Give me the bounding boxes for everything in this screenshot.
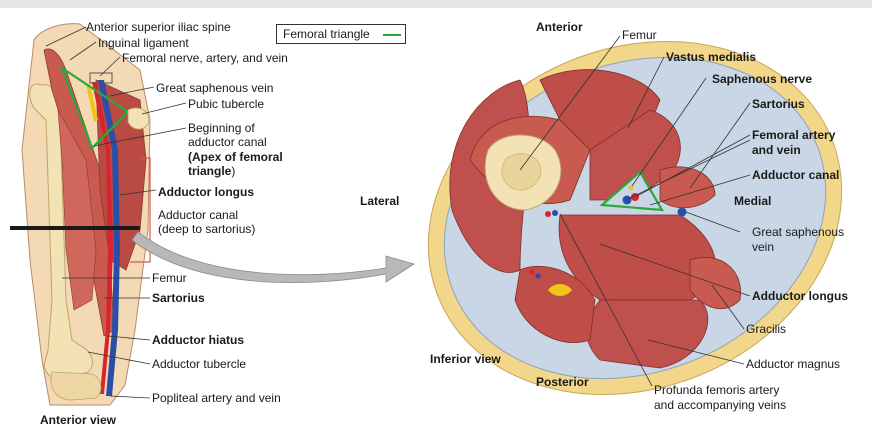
label-vein-right: vein [752, 240, 775, 254]
label-deep-to-sartorius: (deep to sartorius) [158, 222, 256, 236]
view-arrow [131, 231, 415, 283]
femoral-vein-section [622, 195, 632, 205]
label-posterior: Posterior [536, 375, 589, 389]
femoral-vessels [98, 80, 120, 396]
label-asis: Anterior superior iliac spine [86, 20, 231, 34]
label-adductor-longus-right: Adductor longus [752, 289, 848, 303]
hamstrings-section [514, 265, 596, 343]
label-vastus-medialis: Vastus medialis [666, 50, 757, 64]
right-leader-lines [519, 35, 751, 387]
label-sartorius-right: Sartorius [752, 97, 805, 111]
femoral-bracket [89, 72, 113, 84]
label-beginning-of: Beginning of [188, 121, 255, 135]
label-adductor-longus-left: Adductor longus [158, 185, 254, 199]
label-saphenous-nerve: Saphenous nerve [712, 72, 813, 86]
apex-line-2: triangle [188, 164, 232, 178]
label-adductor-canal-right: Adductor canal [752, 168, 840, 182]
label-femur-left: Femur [152, 271, 187, 285]
adductor-canal-bracket [130, 157, 151, 263]
label-adductor-hiatus: Adductor hiatus [152, 333, 244, 347]
apex-line-1: (Apex of femoral [188, 150, 283, 164]
label-anterior-view: Anterior view [40, 413, 117, 427]
label-and-vein: and vein [752, 143, 801, 157]
profunda-vein-section [552, 210, 558, 216]
great-saphenous-vein-section [677, 207, 687, 217]
thigh-cross-section [427, 41, 843, 395]
label-great-saphenous-vein: Great saphenous vein [156, 81, 274, 95]
vastus-medialis [589, 109, 681, 201]
bone-marrow [501, 153, 542, 191]
apex-line-2-paren: ) [231, 164, 236, 178]
label-pubic-tubercle: Pubic tubercle [188, 97, 265, 111]
label-adductor-canal: Adductor canal [158, 208, 239, 222]
posterior-vessel-a [529, 269, 535, 275]
label-inferior-view: Inferior view [430, 352, 501, 366]
label-adductor-tubercle: Adductor tubercle [152, 357, 247, 371]
femoral-triangle-legend: Femoral triangle [276, 24, 406, 44]
label-femoral-nerve-artery-vein: Femoral nerve, artery, and vein [122, 51, 288, 65]
thigh-anterior-drawing [10, 23, 151, 406]
label-lateral: Lateral [360, 194, 400, 208]
label-profunda-femoris: Profunda femoris artery [654, 383, 780, 397]
gracilis-section [689, 257, 742, 309]
sciatic-nerve-section [548, 284, 572, 296]
top-bar [0, 0, 872, 8]
label-apex-of-femoral-triangle: (Apex of femoral [188, 150, 283, 164]
saphenous-nerve-section [628, 185, 634, 191]
label-femur-right: Femur [622, 28, 657, 42]
label-adductor-canal-start: adductor canal [188, 135, 267, 149]
label-popliteal-artery-vein: Popliteal artery and vein [152, 391, 281, 405]
label-adductor-magnus: Adductor magnus [746, 357, 841, 371]
pubic-tubercle [127, 107, 150, 130]
knee-bone [50, 371, 102, 401]
label-gracilis: Gracilis [746, 322, 787, 336]
femoral-nerve [86, 84, 98, 122]
cross-section-line [10, 226, 140, 230]
legend-swatch [383, 34, 401, 36]
label-accompanying-veins: and accompanying veins [654, 398, 787, 412]
label-apex-line-2: triangle) [188, 164, 235, 178]
quadriceps-muscles [57, 109, 97, 311]
label-great-saphenous-right: Great saphenous [752, 225, 845, 239]
adductor-canal-triangle [599, 170, 665, 212]
label-inguinal-ligament: Inguinal ligament [98, 36, 189, 50]
label-femoral-artery: Femoral artery [752, 128, 836, 142]
left-leader-lines [45, 26, 187, 399]
label-medial: Medial [734, 194, 772, 208]
legend-label: Femoral triangle [283, 27, 370, 41]
label-anterior: Anterior [536, 20, 583, 34]
femoral-artery [92, 82, 113, 394]
label-sartorius-left: Sartorius [152, 291, 205, 305]
posterior-vessel-b [535, 273, 541, 279]
profunda-artery-section [545, 211, 551, 217]
femoral-triangle-outline [59, 65, 130, 150]
